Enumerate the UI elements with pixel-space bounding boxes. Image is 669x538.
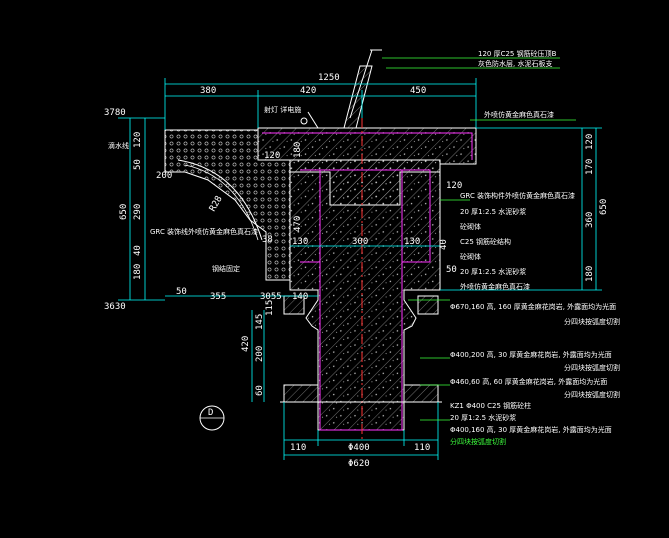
note-11: C25 钢筋砼结构 bbox=[460, 237, 511, 246]
dim-right-180: 180 bbox=[585, 266, 595, 282]
dim-left-top-label: 3780 bbox=[104, 108, 126, 118]
note-24: 分四块按弧度切割 bbox=[450, 437, 506, 446]
note-21: KZ1 Φ400 C25 钢筋砼柱 bbox=[450, 401, 531, 410]
note-10: 砼砌体 bbox=[460, 222, 481, 231]
dim-row-355: 355 bbox=[210, 292, 226, 302]
dim-left-50: 50 bbox=[133, 159, 143, 170]
note-14: 外喷仿黄金麻色真石漆 bbox=[460, 282, 530, 291]
note-15: Φ670,160 高, 160 厚黄金麻花岗岩, 外露面均为光面 bbox=[450, 302, 616, 311]
dim-top-total: 1250 bbox=[318, 73, 340, 83]
dim-row-3055: 3055 bbox=[260, 292, 282, 302]
core-outline bbox=[319, 169, 403, 431]
dim-inner-40: 40 bbox=[439, 239, 449, 250]
note-20: 分四块按弧度切割 bbox=[564, 390, 620, 399]
dim-lower-420: 420 bbox=[241, 336, 251, 352]
dim-radius: R28 bbox=[208, 194, 225, 213]
dim-top-right: 450 bbox=[410, 86, 426, 96]
note-4: 外喷仿黄金麻色真石漆 bbox=[484, 110, 554, 119]
note-18: 分四块按弧度切割 bbox=[564, 363, 620, 372]
dim-row-115: 115 bbox=[265, 300, 275, 316]
dimension-texts: 1250 380 420 450 3780 120 50 290 650 40 … bbox=[104, 73, 609, 469]
dim-inner-120: 120 bbox=[264, 151, 280, 161]
dim-inner-50: 50 bbox=[446, 265, 457, 275]
note-12: 砼砌体 bbox=[460, 252, 481, 261]
dim-left-40: 40 bbox=[133, 245, 143, 256]
note-13: 20 厚1:2.5 水泥砂浆 bbox=[460, 267, 526, 276]
note-19: Φ460,60 高, 60 厚黄金麻花岗岩, 外露面均为光面 bbox=[450, 377, 607, 386]
dim-lower-60: 60 bbox=[255, 385, 265, 396]
dim-row-50: 50 bbox=[176, 287, 187, 297]
note-16: 分四块按弧度切割 bbox=[564, 317, 620, 326]
dim-base-620: Φ620 bbox=[348, 459, 370, 469]
note-2: 灰色防水层, 水泥石板支 bbox=[478, 59, 552, 68]
spot-lamp bbox=[300, 49, 382, 129]
dim-base-400: Φ400 bbox=[348, 443, 370, 453]
dim-inner-470: 470 bbox=[293, 216, 303, 232]
dim-inner-120r: 120 bbox=[446, 181, 462, 191]
dim-inner-38: 38 bbox=[262, 235, 273, 245]
left-cornice bbox=[164, 129, 291, 281]
note-3: 射灯 详电施 bbox=[264, 105, 301, 114]
dim-right-170: 170 bbox=[585, 159, 595, 175]
note-17: Φ400,200 高, 30 厚黄金麻花岗岩, 外露面均为光面 bbox=[450, 350, 612, 359]
dim-inner-300: 300 bbox=[352, 237, 368, 247]
dim-left-650: 650 bbox=[119, 204, 129, 220]
note-8: GRC 装饰构件外喷仿黄金麻色真石漆 bbox=[460, 191, 575, 200]
granite-rings bbox=[280, 295, 442, 403]
dim-left-180: 180 bbox=[133, 264, 143, 280]
note-7: 钢结固定 bbox=[212, 264, 240, 273]
note-1: 120 厚C25 钢筋砼压顶B bbox=[478, 49, 557, 58]
note-5: 滴水线 bbox=[108, 141, 129, 150]
note-6: GRC 装饰线外喷仿黄金麻色真石漆 bbox=[150, 227, 258, 236]
dim-left-120: 120 bbox=[133, 132, 143, 148]
dim-top-mid: 420 bbox=[300, 86, 316, 96]
dim-top-left: 380 bbox=[200, 86, 216, 96]
dim-right-650: 650 bbox=[599, 199, 609, 215]
dim-lower-200: 200 bbox=[255, 346, 265, 362]
dim-row-145: 145 bbox=[255, 314, 265, 330]
dim-right-360: 360 bbox=[585, 212, 595, 228]
dim-base-110b: 110 bbox=[414, 443, 430, 453]
dim-inner-130b: 130 bbox=[404, 237, 420, 247]
dim-left-200: 200 bbox=[156, 171, 172, 181]
leader-lines bbox=[382, 57, 576, 421]
dimension-lines bbox=[118, 78, 602, 460]
section-marker-label: D bbox=[208, 408, 213, 418]
note-22: 20 厚1:2.5 水泥砂浆 bbox=[450, 413, 516, 422]
dim-inner-180: 180 bbox=[293, 142, 303, 158]
section-marker: D bbox=[199, 405, 225, 431]
note-23: Φ400,160 高, 30 厚黄金麻花岗岩, 外露面均为光面 bbox=[450, 425, 612, 434]
dim-left-bottom: 3630 bbox=[104, 302, 126, 312]
annotation-notes: 120 厚C25 钢筋砼压顶B 灰色防水层, 水泥石板支 射灯 详电施 外喷仿黄… bbox=[108, 49, 620, 446]
dim-left-290: 290 bbox=[133, 204, 143, 220]
dim-inner-130a: 130 bbox=[292, 237, 308, 247]
dim-right-120: 120 bbox=[585, 134, 595, 150]
dim-base-110a: 110 bbox=[290, 443, 306, 453]
dim-row-140: 140 bbox=[292, 292, 308, 302]
note-9: 20 厚1:2.5 水泥砂浆 bbox=[460, 207, 526, 216]
